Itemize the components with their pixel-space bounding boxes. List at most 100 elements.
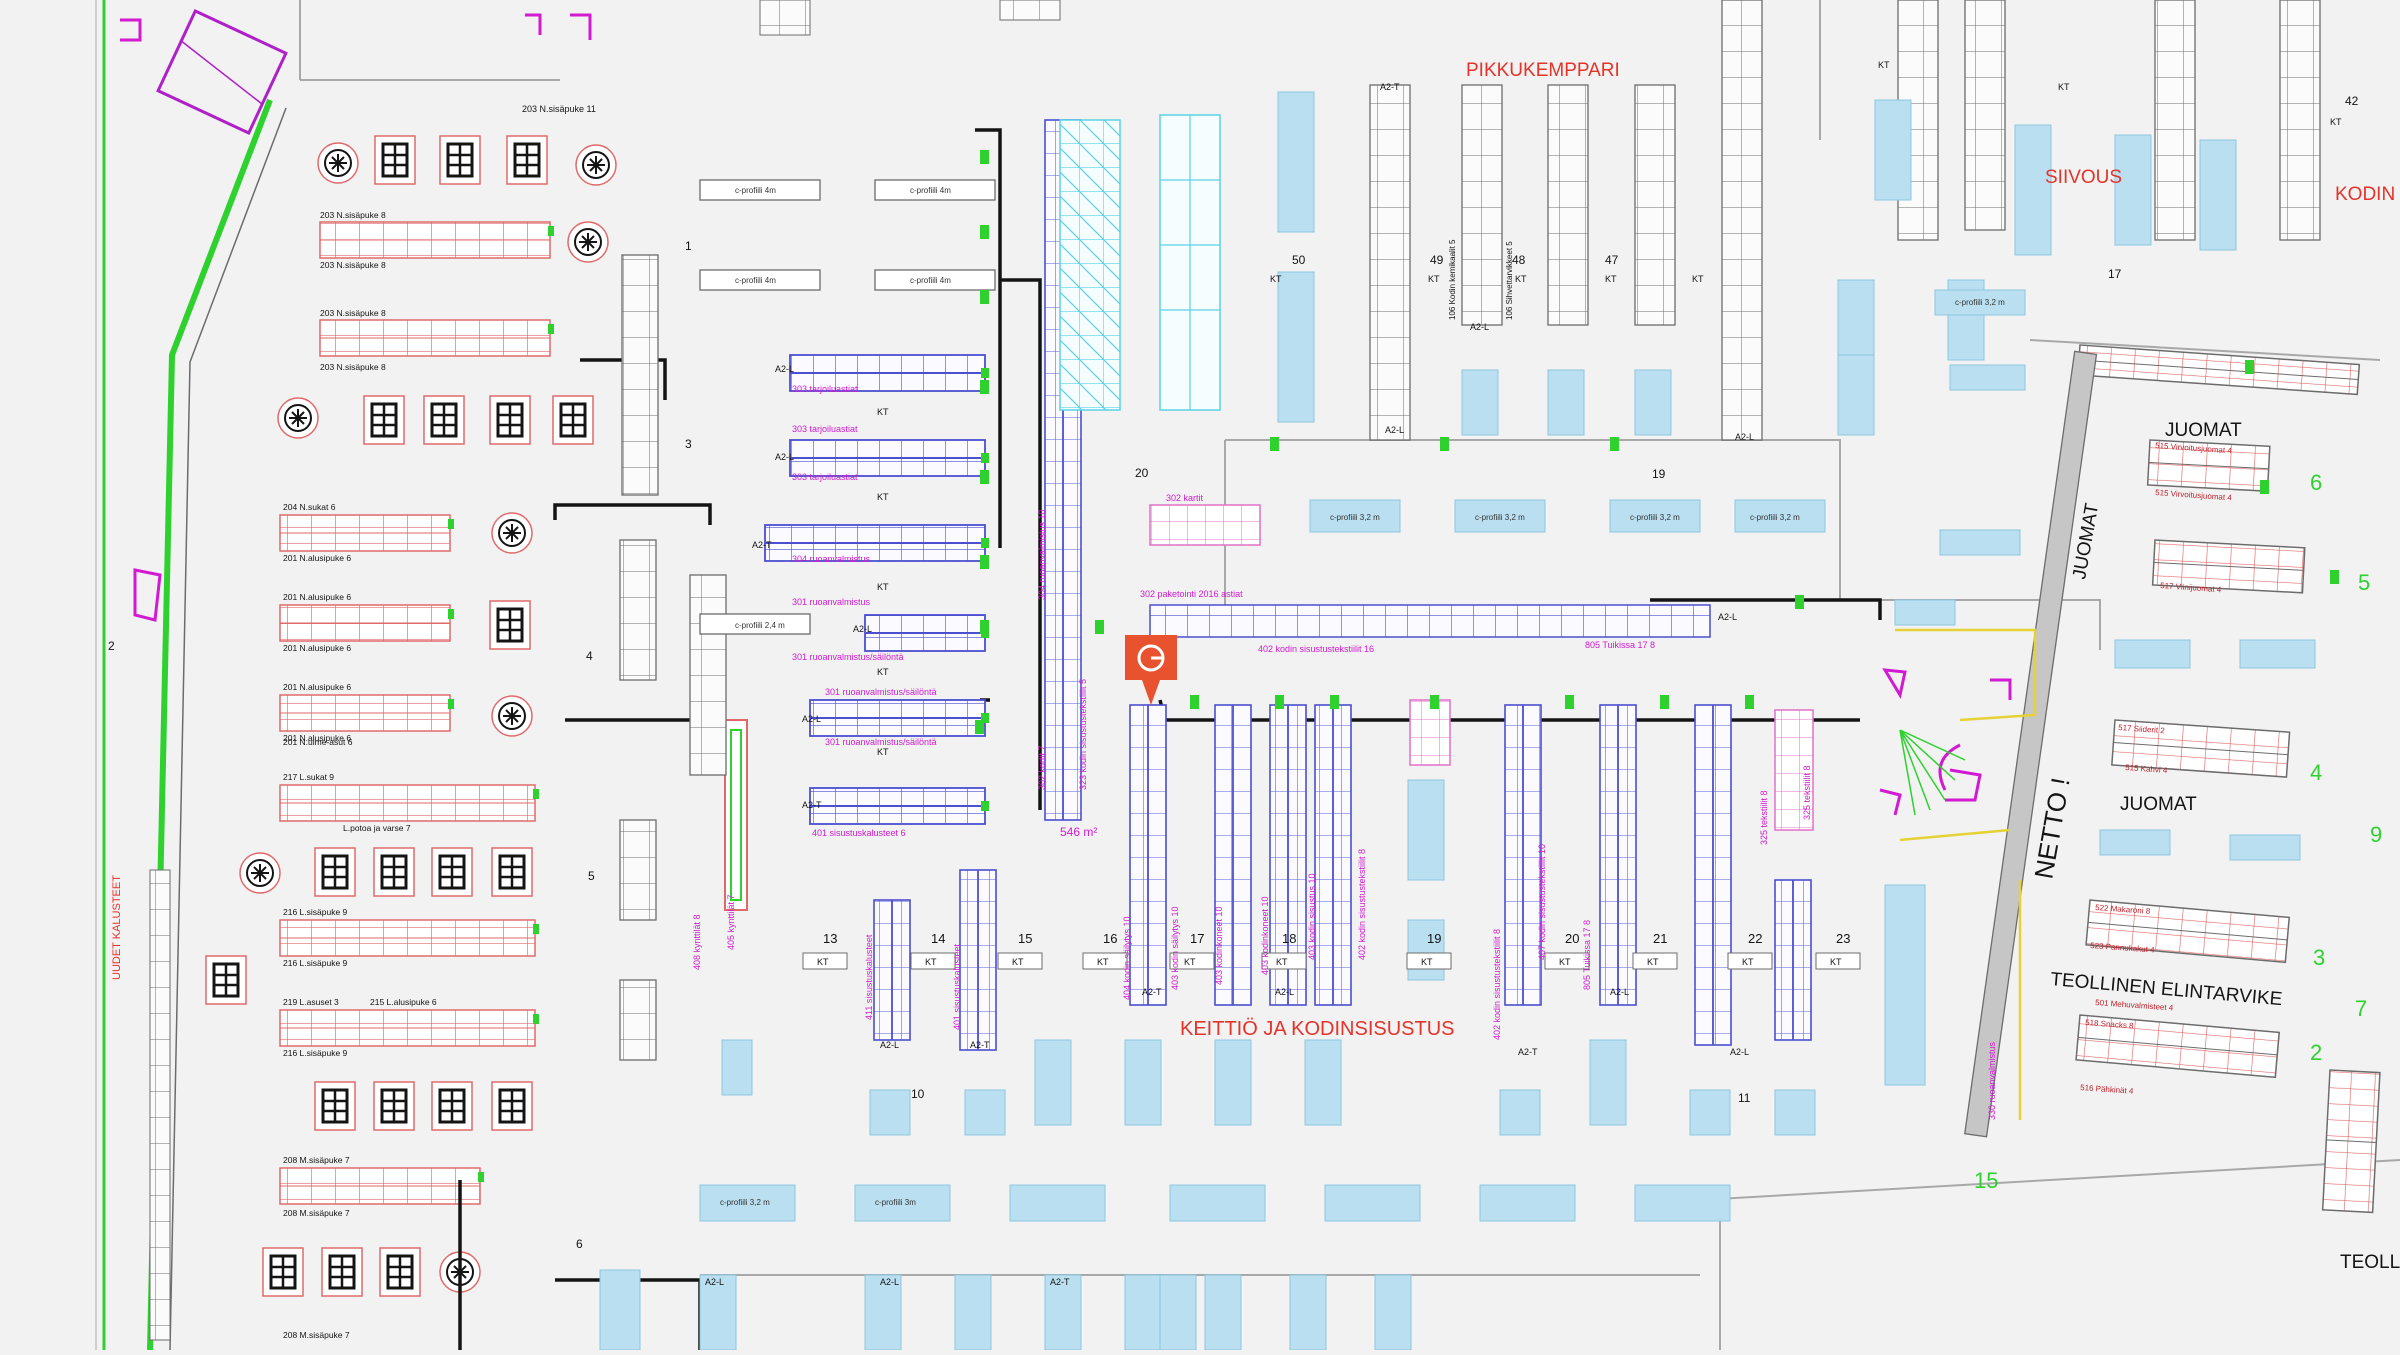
aisle-kt-19: KT — [1421, 957, 1433, 967]
green-marker-8 — [1190, 695, 1199, 709]
aisle-kt-23: KT — [1830, 957, 1842, 967]
green-marker-6 — [980, 620, 989, 634]
square-fixture-bars — [214, 964, 238, 996]
a2-tag-16: A2-L — [880, 1040, 899, 1050]
aisle-kt-box-23 — [1815, 952, 1861, 970]
left-rack-label-14: 216 L.sisäpuke 9 — [283, 958, 348, 968]
blue-shelf-46 — [699, 1274, 737, 1351]
kt-tag-11: KT — [877, 667, 889, 677]
aisle-number-16: 16 — [1103, 931, 1117, 946]
blue-shelf-1 — [1277, 271, 1315, 423]
aisle-kt-box-18 — [1261, 952, 1307, 970]
blue-shelf-52 — [1289, 1274, 1327, 1351]
pink-small-rack — [1409, 699, 1451, 766]
blue-shelf-42 — [1324, 1184, 1421, 1222]
label-n4: 4 — [586, 649, 593, 663]
fan-stair — [1899, 729, 1966, 816]
square-fixture-10 — [431, 847, 473, 897]
left-green-corridor — [95, 0, 287, 1351]
round-fixture-ring — [574, 228, 602, 256]
round-fixture-ring — [246, 859, 274, 887]
upper-grey-racks — [619, 0, 2321, 1061]
blue-shelf-3 — [1547, 369, 1585, 436]
side-number-2: 2 — [2310, 1040, 2322, 1065]
blue-shelf-34 — [1499, 1089, 1541, 1136]
left-rack-label-15: 219 L.asuset 3 — [283, 997, 339, 1007]
right-rack-0 — [2146, 439, 2271, 493]
round-fixture-ring — [498, 519, 526, 547]
vertical-label-12: 325 tekstiilit 8 — [1802, 765, 1812, 820]
grey-bench-3 — [874, 269, 996, 291]
vertical-label-14: 323 kodin sisustustekstiilit 5 — [1078, 679, 1088, 790]
kt-tag-5: KT — [1878, 60, 1890, 70]
red-narrow-rack — [724, 719, 748, 911]
left-rack-label-7: 201 N.alusipuke 6 — [283, 643, 351, 653]
right-label-6: 518 Snacks 8 — [2085, 1018, 2135, 1030]
right-rack-1 — [2151, 539, 2306, 594]
kt-tag-8: KT — [877, 407, 889, 417]
blue-shelf-44 — [1634, 1184, 1731, 1222]
right-rack-4 — [2075, 1014, 2281, 1079]
aisle-number-14: 14 — [931, 931, 945, 946]
right-rack-5 — [2321, 1069, 2381, 1214]
label-n3: 3 — [685, 437, 692, 451]
green-marker-10 — [1330, 695, 1339, 709]
aisle-kt-box-22 — [1727, 952, 1773, 970]
blue-h-rack-marker-0 — [981, 368, 989, 378]
kt-tag-1: KT — [1428, 274, 1440, 284]
blue-shelf-24 — [2239, 639, 2316, 669]
a2-tag-15: A2-L — [1730, 1047, 1749, 1057]
blue-shelf-20 — [2014, 124, 2052, 256]
round-fixture-spokes — [503, 707, 521, 725]
a2-tag-4: A2-L — [802, 714, 821, 724]
grey-bench-1 — [874, 179, 996, 201]
blue-shelf-43 — [1479, 1184, 1576, 1222]
right-label-4: 522 Makaroni 8 — [2095, 903, 2151, 916]
blue-shelf-17 — [1894, 599, 1956, 626]
kt-tag-0: KT — [1270, 274, 1282, 284]
right-rack-mid — [2113, 741, 2289, 756]
blue-shelf-40 — [1009, 1184, 1106, 1222]
red-rack-marker-0 — [548, 226, 554, 236]
left-rack-label-12: L.potoa ja varse 7 — [343, 823, 411, 833]
left-rack-label-19: 208 M.sisäpuke 7 — [283, 1208, 350, 1218]
kt-tag-2: KT — [1515, 274, 1527, 284]
green-marker-17 — [1270, 437, 1279, 451]
square-fixture-15 — [431, 1081, 473, 1131]
vertical-label-5: 403 kodinkoneet 10 — [1260, 896, 1270, 975]
vertical-label-7: 402 kodin sisustustekstiilit 8 — [1357, 849, 1367, 960]
label-n48: 48 — [1512, 253, 1526, 267]
square-fixture-bars — [388, 1256, 412, 1288]
location-marker[interactable] — [1125, 635, 1177, 705]
blue-shelf-23 — [2114, 639, 2191, 669]
grey-rack-11 — [619, 539, 657, 681]
blue-long-rack — [1149, 604, 1711, 638]
blue-shelf-50 — [1124, 1274, 1162, 1351]
round-fixture-0 — [317, 142, 359, 184]
side-number-3: 3 — [2313, 945, 2325, 970]
grey-bench-2 — [699, 269, 821, 291]
square-fixture-bars — [448, 144, 472, 176]
square-fixture-bars — [440, 856, 464, 888]
grey-top-small — [999, 0, 1061, 21]
center-label-4: 301 ruoanvalmistus — [792, 597, 871, 607]
blue-shelf-11 — [1837, 279, 1875, 361]
square-fixture-13 — [314, 1081, 356, 1131]
square-fixture-bars — [515, 144, 539, 176]
right-rack-mid — [2078, 359, 2359, 380]
square-fixture-9 — [373, 847, 415, 897]
kt-tag-12: KT — [877, 747, 889, 757]
vertical-label-6: 403 kodin sisustus 10 — [1307, 873, 1317, 960]
green-big-numbers: 15 9 7 — [1974, 822, 2382, 1193]
label-n49: 49 — [1430, 253, 1444, 267]
netto-column-body — [1964, 350, 2098, 1138]
vertical-label-8: 402 kodin sisustustekstiilit 8 — [1492, 929, 1502, 1040]
a2-tag-8: A2-T — [1380, 82, 1400, 92]
grey-top-block — [759, 0, 811, 36]
square-fixture-4 — [423, 395, 465, 445]
aisle-kt-14: KT — [925, 957, 937, 967]
